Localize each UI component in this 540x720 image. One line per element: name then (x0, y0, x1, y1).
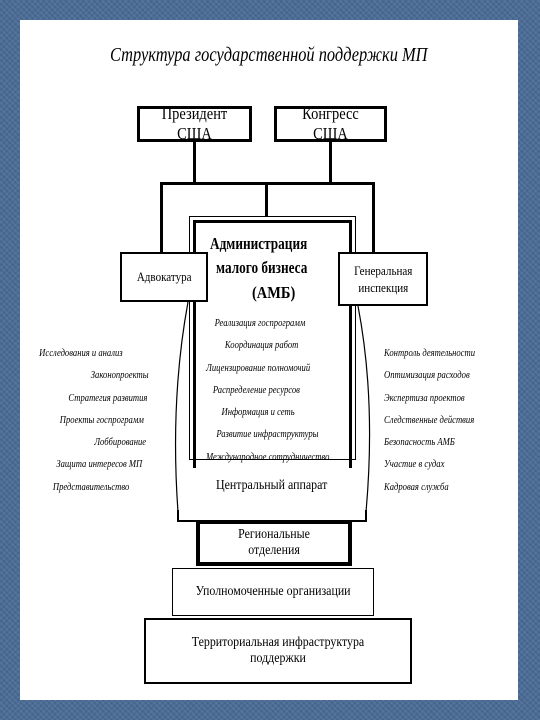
advocacy-arc (174, 301, 189, 513)
territorial-infrastructure-box: Территориальная инфраструктура поддержки (144, 618, 412, 684)
central-apparatus-frame (189, 216, 356, 460)
advocacy-box: Адвокатура (120, 252, 208, 302)
central-bracket-right (365, 510, 367, 522)
advocacy-function: Лоббирование (94, 437, 147, 449)
president-box: Президент США (137, 104, 252, 143)
central-apparatus-label: Центральный аппарат (216, 478, 328, 493)
inspection-label-line-2: инспекция (358, 280, 408, 295)
sba-function: Распределение ресурсов (212, 384, 300, 396)
connector-congress (329, 142, 332, 184)
sba-function: Реализация госпрограмм (214, 318, 306, 329)
advocacy-function: Стратегия развития (68, 392, 148, 404)
authorized-organizations-label: Уполномоченные организации (195, 584, 351, 599)
connector-sba (265, 185, 268, 217)
sba-functions: Реализация госпрограмм Координация работ… (206, 313, 329, 469)
sba-name-line-3: (АМБ) (252, 283, 296, 302)
inspection-box: Генеральная инспекция (338, 252, 428, 306)
inspection-function: Оптимизация расходов (384, 370, 470, 382)
inspection-arc (357, 305, 371, 513)
president-label: Президент США (161, 104, 228, 143)
inspection-label-line-1: Генеральная (353, 263, 413, 278)
inspection-function: Следственные действия (384, 414, 475, 426)
sba-name-line-2: малого бизнеса (216, 258, 308, 277)
sba-function: Лицензирование полномочий (206, 362, 311, 374)
connector-inspection (372, 182, 375, 254)
advocacy-function: Проекты госпрограмм (59, 414, 144, 426)
advocacy-function: Представительство (52, 481, 130, 493)
congress-label: Конгресс США (302, 104, 359, 143)
advocacy-function: Исследования и анализ (39, 348, 123, 359)
sba-function: Международное сотрудничество (206, 451, 330, 463)
authorized-organizations-box: Уполномоченные организации (172, 568, 374, 616)
regional-offices-label: Региональные отделения (238, 527, 310, 558)
sba-name-line-1: Администрация (210, 234, 308, 253)
sba-function: Развитие инфраструктуры (216, 429, 319, 441)
inspection-function: Экспертиза проектов (384, 392, 465, 404)
inspection-function: Кадровая служба (384, 481, 449, 493)
inspection-function: Контроль деятельности (384, 348, 476, 359)
connector-advocacy (160, 182, 163, 254)
inspection-function: Участие в судах (384, 459, 445, 471)
regional-offices-box: Региональные отделения (196, 520, 352, 566)
advocacy-function: Законопроекты (90, 370, 149, 382)
connector-bus (160, 182, 375, 185)
advocacy-label: Адвокатура (136, 269, 192, 284)
sba-frame (193, 220, 352, 468)
central-bracket-left (177, 510, 179, 522)
slide: Структура государственной поддержки МП П… (20, 20, 518, 700)
sba-function: Координация работ (224, 340, 299, 352)
sba-function: Информация и сеть (221, 407, 295, 419)
advocacy-function: Защита интересов МП (56, 459, 143, 471)
congress-box: Конгресс США (274, 104, 387, 143)
territorial-infrastructure-label: Территориальная инфраструктура поддержки (191, 635, 365, 666)
inspection-functions: Контроль деятельности Оптимизация расход… (384, 343, 475, 499)
advocacy-functions: Исследования и анализ Законопроекты Стра… (34, 343, 149, 499)
inspection-function: Безопасность АМБ (384, 437, 455, 449)
diagram-title: Структура государственной поддержки МП (110, 44, 428, 66)
connector-president (193, 142, 196, 184)
